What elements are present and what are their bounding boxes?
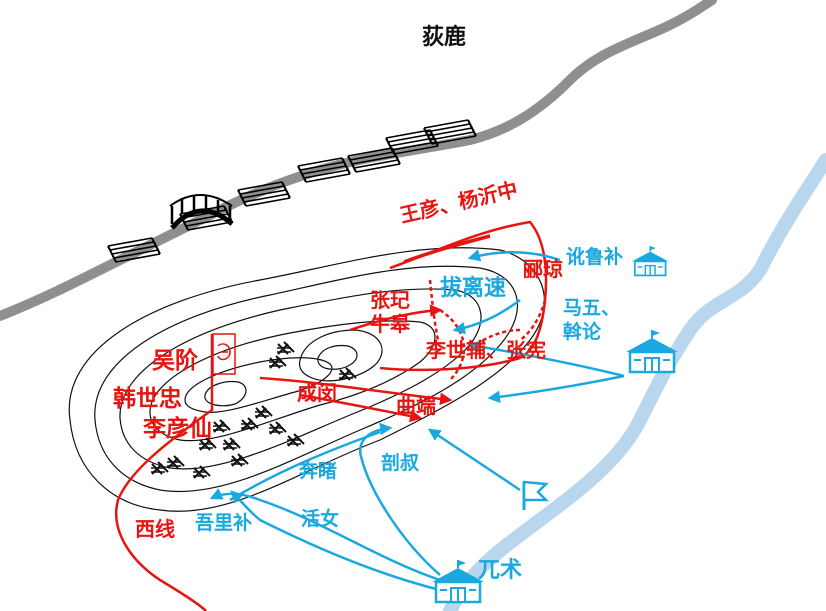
flag-icon	[522, 480, 550, 510]
song-unit-li-yanxian: 李彦仙	[143, 416, 212, 442]
song-unit-li-qiong: 郦琼	[523, 257, 563, 281]
place-label: 荻鹿	[422, 25, 467, 50]
song-routes	[115, 220, 548, 611]
jin-unit-mawu-walun: 马五、 斡论	[563, 297, 621, 343]
song-unit-han-shizhong: 韩世忠	[113, 386, 182, 412]
song-unit-li-zhang: 李世辅、张宪	[426, 338, 546, 362]
jin-unit-zhelubu: 讹鲁补	[566, 246, 624, 268]
jin-unit-fendu: 奔睹	[299, 460, 338, 482]
road	[0, 0, 717, 321]
terrain-contours	[68, 247, 546, 512]
jin-unit-wulibu: 吾里补	[195, 512, 253, 534]
song-unit-qu-duan: 曲端	[396, 394, 436, 418]
jin-unit-poushu: 剖叔	[381, 452, 420, 474]
river	[443, 153, 826, 611]
song-unit-cheng-min: 成闵	[297, 381, 337, 405]
bridge-icon	[169, 194, 234, 230]
song-unit-west-line: 西线	[135, 517, 175, 541]
jin-unit-wuzhu: 兀术	[478, 558, 523, 583]
song-unit-wu-jie: 吴阶	[152, 348, 198, 374]
jin-unit-huonv: 活女	[301, 508, 340, 530]
jin-unit-balisu: 拔离速	[440, 276, 507, 301]
song-unit-zhang-niu: 张玘 牛皋	[370, 288, 410, 336]
tent-icon	[631, 245, 670, 277]
jin-routes	[209, 249, 625, 592]
tent-icon	[624, 328, 680, 374]
